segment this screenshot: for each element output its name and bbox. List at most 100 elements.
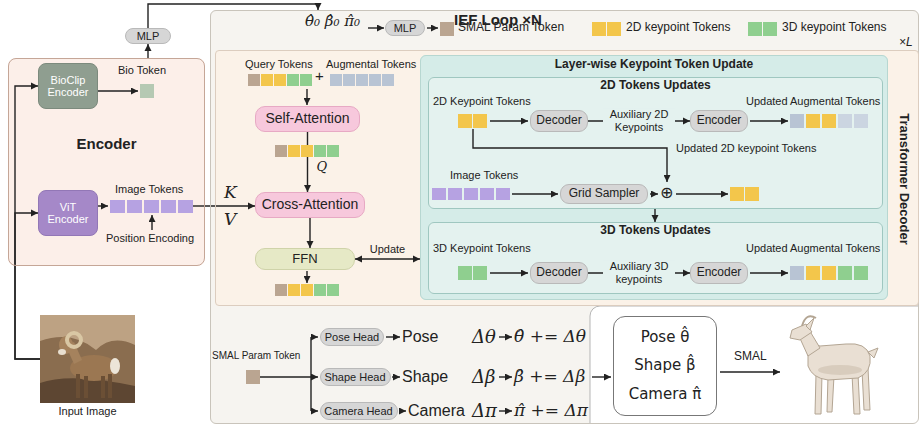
graphic-part bbox=[458, 114, 472, 128]
graphic-part bbox=[464, 188, 478, 200]
connector bbox=[307, 218, 314, 248]
graphic-part bbox=[84, 376, 88, 398]
graphic-part bbox=[127, 200, 142, 213]
graphic-part bbox=[343, 74, 355, 86]
legend-swatch bbox=[748, 22, 777, 36]
graphic-part bbox=[76, 374, 80, 398]
graphic-part bbox=[730, 187, 744, 201]
graphic-part bbox=[720, 371, 780, 372]
decoder-panel: Transformer DecoderSelf-AttentionCross-A… bbox=[215, 50, 919, 306]
graphic-part bbox=[499, 336, 512, 337]
graphic-part bbox=[98, 90, 138, 91]
arrowhead bbox=[413, 256, 420, 263]
label-text: K bbox=[224, 183, 237, 203]
graphic-part bbox=[40, 315, 135, 350]
updated-augmental-tokens bbox=[790, 266, 868, 280]
box-label: BioClip Encoder bbox=[43, 74, 93, 98]
legend-text: 2D keypoint Tokens bbox=[626, 21, 731, 35]
arrowhead bbox=[307, 241, 314, 248]
graphic-part bbox=[306, 271, 307, 283]
label-text: θ̂ += Δθ bbox=[514, 327, 586, 347]
label-text: Camera bbox=[408, 402, 465, 420]
panel-title: 3D Tokens Updates bbox=[429, 224, 882, 238]
box-label: Shape Head bbox=[324, 371, 385, 383]
box-label: FFN bbox=[292, 252, 317, 266]
output-panel bbox=[590, 306, 919, 424]
graphic-part bbox=[490, 272, 528, 273]
graphic-part bbox=[314, 284, 326, 296]
label-text: Updated Augmental Tokens bbox=[746, 242, 880, 255]
graphic-part bbox=[144, 200, 159, 213]
label-text: Query Tokens bbox=[245, 58, 313, 71]
legend-swatch bbox=[440, 22, 454, 36]
connector-line bbox=[148, 4, 318, 28]
box-label: Cross-Attention bbox=[262, 197, 358, 212]
label-text: V bbox=[224, 210, 236, 230]
graphic-part bbox=[40, 315, 135, 403]
legend-text: SMAL Param Token bbox=[458, 21, 564, 35]
graphic-part bbox=[161, 200, 176, 213]
graphic-part bbox=[750, 272, 788, 273]
process-box: Grid Sampler bbox=[560, 184, 648, 204]
image-tokens bbox=[110, 200, 193, 213]
graphic-part bbox=[327, 145, 339, 157]
edge-label: Update bbox=[368, 243, 407, 256]
edge-label: Auxiliary 3D keypoints bbox=[603, 260, 675, 285]
graphic-part bbox=[382, 74, 394, 86]
legend-square bbox=[748, 22, 762, 36]
label-text: 3D Keypoint Tokens bbox=[433, 242, 531, 255]
box-label: Decoder bbox=[536, 266, 581, 279]
graphic-part bbox=[260, 376, 318, 377]
graphic-part bbox=[301, 145, 313, 157]
arrowhead bbox=[683, 118, 690, 125]
connector bbox=[15, 83, 40, 360]
output-label: Shape β̂ bbox=[634, 357, 695, 374]
label-text: Δθ bbox=[472, 327, 496, 348]
graphic-part bbox=[496, 188, 510, 200]
edge-label: Q bbox=[315, 160, 330, 175]
box-label: Decoder bbox=[536, 114, 581, 127]
graphic-part bbox=[490, 120, 528, 121]
input-image: Input Image bbox=[40, 315, 135, 403]
box-label: ViT Encoder bbox=[43, 201, 93, 225]
connector bbox=[145, 44, 152, 58]
graphic-part bbox=[287, 74, 299, 86]
attention-box: Self-Attention bbox=[255, 106, 360, 132]
query-tokens bbox=[248, 74, 312, 86]
graphic-part bbox=[274, 74, 286, 86]
graphic-part bbox=[108, 374, 112, 398]
graphic-part bbox=[802, 316, 816, 326]
query-tokens bbox=[275, 284, 339, 296]
graphic-part bbox=[806, 114, 820, 128]
arrowhead bbox=[145, 44, 152, 51]
smal-param-token bbox=[246, 370, 260, 384]
graphic-part bbox=[356, 74, 368, 86]
arrowhead bbox=[304, 185, 311, 192]
label-text: Augmental Tokens bbox=[326, 58, 416, 71]
connector-line bbox=[15, 86, 40, 359]
graphic-part bbox=[67, 333, 81, 347]
label-text: 2D Keypoint Tokens bbox=[433, 95, 531, 108]
connector bbox=[304, 132, 311, 192]
box-label: MLP bbox=[137, 30, 160, 42]
graphic-part bbox=[275, 145, 287, 157]
graphic-part bbox=[306, 89, 307, 105]
graphic-part bbox=[458, 266, 472, 280]
box-label: Grid Sampler bbox=[569, 187, 640, 200]
connector bbox=[652, 209, 659, 222]
panel-title: Layer-wise Keypoint Token Update bbox=[421, 58, 887, 72]
graphic-part bbox=[852, 374, 860, 414]
process-box: Decoder bbox=[530, 262, 588, 284]
process-box: Encoder bbox=[690, 110, 748, 132]
graphic-part bbox=[815, 374, 822, 414]
graphic-part bbox=[368, 27, 384, 28]
query-tokens bbox=[275, 145, 339, 157]
graphic-part bbox=[473, 114, 487, 128]
box-label: Camera Head bbox=[324, 405, 392, 417]
legend-square bbox=[763, 22, 777, 36]
graphic-part bbox=[806, 266, 820, 280]
graphic-part bbox=[854, 266, 868, 280]
